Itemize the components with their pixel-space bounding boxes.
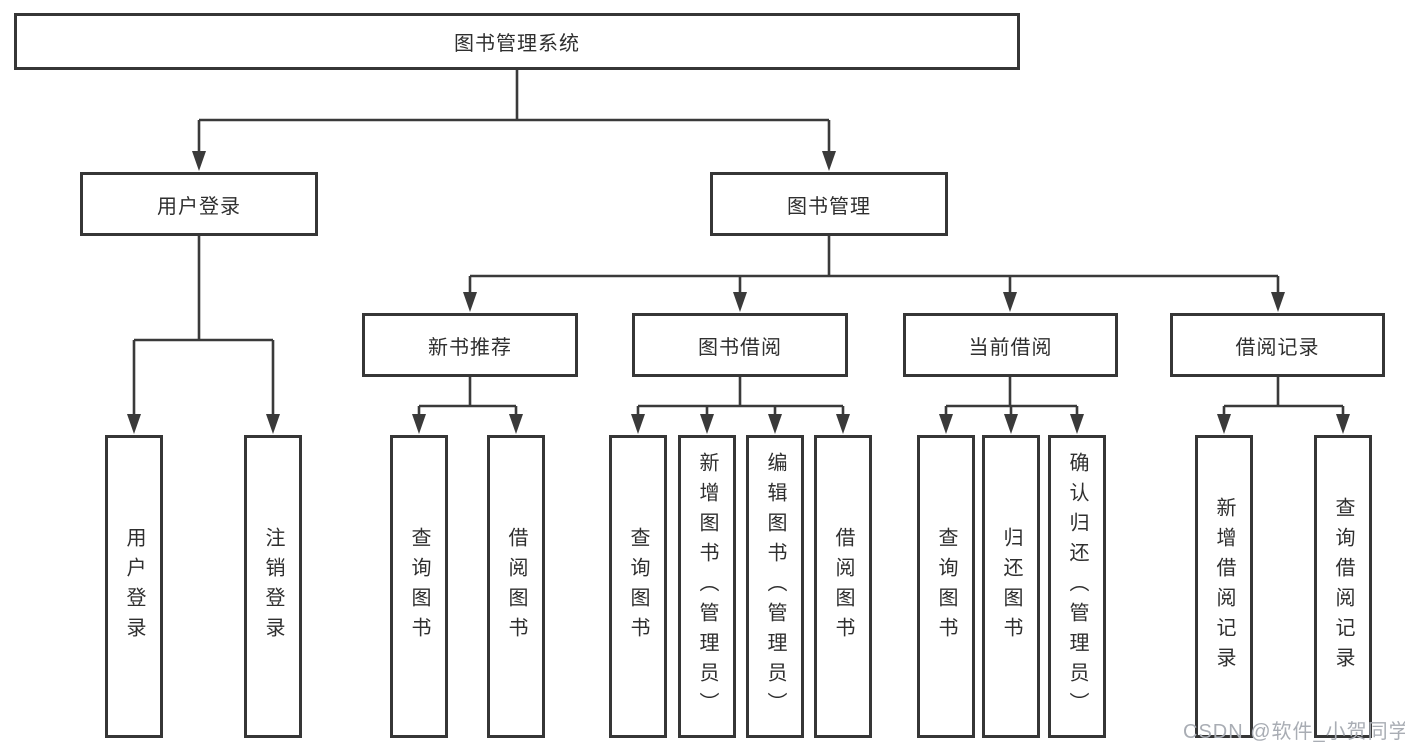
connector-root-to-level2	[192, 70, 836, 171]
arrowhead-icon	[836, 414, 850, 434]
arrowhead-icon	[1004, 414, 1018, 434]
arrowhead-icon	[266, 414, 280, 434]
connector-borrow-record-to-leaves	[1217, 377, 1350, 434]
leaf-add-books-admin: 新增图书（管理员）	[678, 435, 736, 738]
arrowhead-icon	[509, 414, 523, 434]
node-book-borrowing: 图书借阅	[632, 313, 848, 377]
connector-book-mgmt-to-level3	[463, 236, 1285, 312]
arrowhead-icon	[700, 414, 714, 434]
arrowhead-icon	[412, 414, 426, 434]
node-new-book-recommendation: 新书推荐	[362, 313, 578, 377]
leaf-query-books-recommendation: 查询图书	[390, 435, 448, 738]
arrowhead-icon	[127, 414, 141, 434]
leaf-query-borrow-record: 查询借阅记录	[1314, 435, 1372, 738]
csdn-watermark: CSDN @软件_小贺同学	[1183, 721, 1405, 743]
leaf-query-books-current: 查询图书	[917, 435, 975, 738]
arrowhead-icon	[1070, 414, 1084, 434]
arrowhead-icon	[463, 292, 477, 312]
arrowhead-icon	[733, 292, 747, 312]
node-borrowing-records: 借阅记录	[1170, 313, 1385, 377]
connector-book-borrow-to-leaves	[631, 377, 850, 434]
node-book-management-module: 图书管理	[710, 172, 948, 236]
leaf-query-books-borrowing: 查询图书	[609, 435, 667, 738]
leaf-borrow-books-recommendation: 借阅图书	[487, 435, 545, 738]
leaf-user-login: 用户登录	[105, 435, 163, 738]
arrowhead-icon	[1003, 292, 1017, 312]
leaf-confirm-return-admin: 确认归还（管理员）	[1048, 435, 1106, 738]
arrowhead-icon	[822, 151, 836, 171]
arrowhead-icon	[939, 414, 953, 434]
leaf-return-books: 归还图书	[982, 435, 1040, 738]
arrowhead-icon	[192, 151, 206, 171]
leaf-edit-books-admin: 编辑图书（管理员）	[746, 435, 804, 738]
connector-new-rec-to-leaves	[412, 377, 523, 434]
node-user-login-module: 用户登录	[80, 172, 318, 236]
leaf-logout: 注销登录	[244, 435, 302, 738]
connector-current-borrow-to-leaves	[939, 377, 1084, 434]
arrowhead-icon	[1271, 292, 1285, 312]
node-library-management-system: 图书管理系统	[14, 13, 1020, 70]
arrowhead-icon	[631, 414, 645, 434]
leaf-add-borrow-record: 新增借阅记录	[1195, 435, 1253, 738]
connector-user-login-to-leaves	[127, 236, 280, 434]
arrowhead-icon	[768, 414, 782, 434]
arrowhead-icon	[1217, 414, 1231, 434]
node-current-borrowing: 当前借阅	[903, 313, 1118, 377]
leaf-borrow-books-borrowing: 借阅图书	[814, 435, 872, 738]
arrowhead-icon	[1336, 414, 1350, 434]
